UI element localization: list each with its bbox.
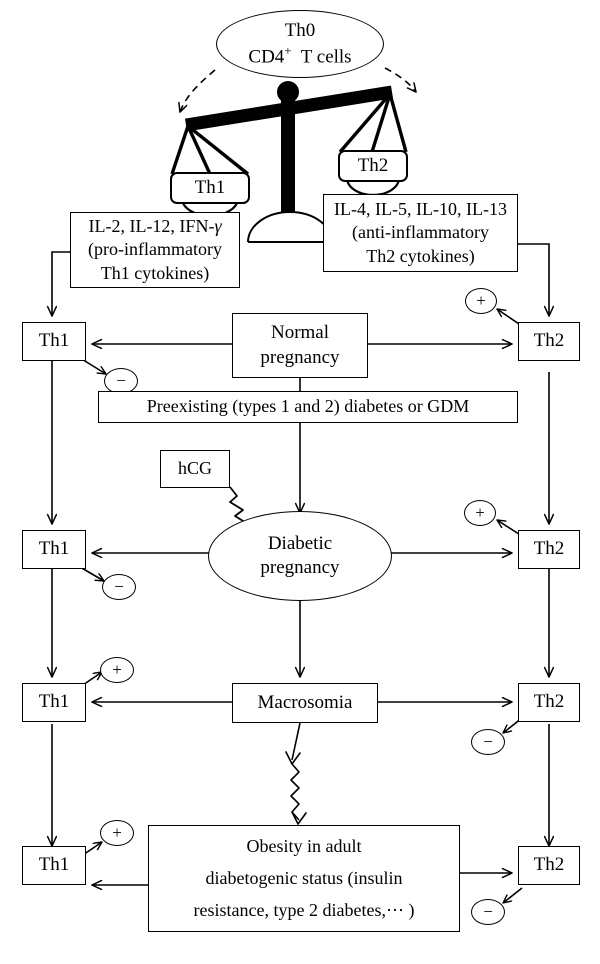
obesity-line1: Obesity in adult bbox=[246, 835, 362, 856]
th1-to-minus-diabetic bbox=[79, 566, 104, 581]
vertical-spines bbox=[52, 361, 549, 846]
th2-box-macrosomia: Th2 bbox=[518, 683, 580, 722]
macrosomia-box: Macrosomia bbox=[232, 683, 378, 723]
diabetic-pregnancy-node: Diabetic pregnancy bbox=[208, 511, 392, 601]
th2-cytokine-box: IL-4, IL-5, IL-10, IL-13 (anti-inflammat… bbox=[323, 194, 518, 272]
minus-sign-obesity: − bbox=[471, 899, 505, 925]
plus-sign-obesity: + bbox=[100, 820, 134, 846]
left-pan-string-3 bbox=[186, 124, 250, 176]
th2-to-plus-diabetic bbox=[497, 520, 523, 537]
row-diabetic-pregnancy-connectors bbox=[79, 520, 523, 581]
th2-box-diabetic-pregnancy: Th2 bbox=[518, 530, 580, 569]
diabetic-pregnancy-line2: pregnancy bbox=[260, 557, 340, 578]
th2-cytokine-line3: Th2 cytokines) bbox=[366, 245, 475, 266]
cd4-t-cells-label: CD4+ T cells bbox=[248, 42, 352, 68]
macrosomia-label: Macrosomia bbox=[257, 691, 353, 713]
hcg-label: hCG bbox=[177, 458, 212, 479]
scale-column bbox=[281, 92, 295, 242]
th0-cd4-node: Th0 CD4+ T cells bbox=[216, 10, 384, 78]
right-pan-string-2 bbox=[370, 93, 392, 153]
th1-box-macrosomia: Th1 bbox=[22, 683, 86, 722]
th1-label: Th1 bbox=[38, 691, 70, 713]
th2-label: Th2 bbox=[533, 538, 565, 560]
th2-to-plus-normal bbox=[497, 309, 523, 327]
normal-pregnancy-box: Normal pregnancy bbox=[232, 313, 368, 378]
th2-cytokine-feed bbox=[518, 243, 549, 316]
th2-cytokine-line2: (anti-inflammatory bbox=[352, 222, 489, 243]
obesity-box: Obesity in adult diabetogenic status (in… bbox=[148, 825, 460, 932]
plus-sign-normal-pregnancy: + bbox=[465, 288, 497, 314]
cytokine-to-th-connectors bbox=[52, 243, 549, 316]
th1-box-obesity: Th1 bbox=[22, 846, 86, 885]
th1-box-normal-pregnancy: Th1 bbox=[22, 322, 86, 361]
th2-to-minus-obesity bbox=[503, 887, 523, 903]
plus-sign-diabetic-pregnancy: + bbox=[464, 500, 496, 526]
normal-pregnancy-line2: pregnancy bbox=[260, 346, 340, 368]
th2-label: Th2 bbox=[533, 330, 565, 352]
macrosomia-stub bbox=[291, 722, 301, 761]
minus-sign-diabetic-pregnancy: − bbox=[102, 574, 136, 600]
minus-sign-macrosomia: − bbox=[471, 729, 505, 755]
scale-pan-th1-label: Th1 bbox=[194, 176, 226, 198]
right-pan-string-1 bbox=[338, 92, 392, 154]
th2-cytokine-line1: IL-4, IL-5, IL-10, IL-13 bbox=[334, 199, 507, 220]
th2-box-normal-pregnancy: Th2 bbox=[518, 322, 580, 361]
preexisting-diabetes-label: Preexisting (types 1 and 2) diabetes or … bbox=[146, 396, 470, 417]
dashed-arrow-right bbox=[384, 67, 416, 92]
scale-base bbox=[247, 211, 333, 243]
scale-pan-th2-label: Th2 bbox=[357, 154, 389, 176]
preexisting-diabetes-box: Preexisting (types 1 and 2) diabetes or … bbox=[98, 391, 518, 423]
macrosomia-to-obesity-squiggle bbox=[290, 763, 300, 821]
left-pan-string-2 bbox=[186, 125, 212, 175]
th1-cytokine-line3: Th1 cytokines) bbox=[100, 262, 210, 283]
normal-pregnancy-line1: Normal bbox=[270, 322, 330, 344]
obesity-line3: resistance, type 2 diabetes,⋯ ) bbox=[193, 899, 415, 920]
th1-label: Th1 bbox=[38, 854, 70, 876]
dashed-arrow-left bbox=[180, 69, 216, 112]
th1-label: Th1 bbox=[38, 330, 70, 352]
obesity-line2: diabetogenic status (insulin bbox=[205, 867, 403, 888]
diabetic-pregnancy-line1: Diabetic bbox=[267, 532, 333, 554]
th1-cytokine-line2: (pro-inflammatory bbox=[88, 239, 222, 260]
right-pan-string-3 bbox=[388, 93, 408, 153]
th2-label: Th2 bbox=[533, 691, 565, 713]
th1-cytokine-feed bbox=[52, 251, 70, 316]
balance-scale bbox=[170, 67, 416, 243]
hcg-box: hCG bbox=[160, 450, 230, 488]
th1-label: Th1 bbox=[38, 538, 70, 560]
scale-pan-th2: Th2 bbox=[338, 150, 408, 182]
th1-cytokine-line1: IL-2, IL-12, IFN-γ bbox=[88, 216, 222, 237]
obesity-arrowhead bbox=[291, 811, 307, 825]
th2-label: Th2 bbox=[533, 854, 565, 876]
left-pan-string-1 bbox=[170, 125, 190, 175]
scale-pan-th1: Th1 bbox=[170, 172, 250, 204]
th2-box-obesity: Th2 bbox=[518, 846, 580, 885]
th1-box-diabetic-pregnancy: Th1 bbox=[22, 530, 86, 569]
plus-sign-macrosomia: + bbox=[100, 657, 134, 683]
th0-label: Th0 bbox=[284, 19, 316, 41]
th1-cytokine-box: IL-2, IL-12, IFN-γ (pro-inflammatory Th1… bbox=[70, 212, 240, 288]
